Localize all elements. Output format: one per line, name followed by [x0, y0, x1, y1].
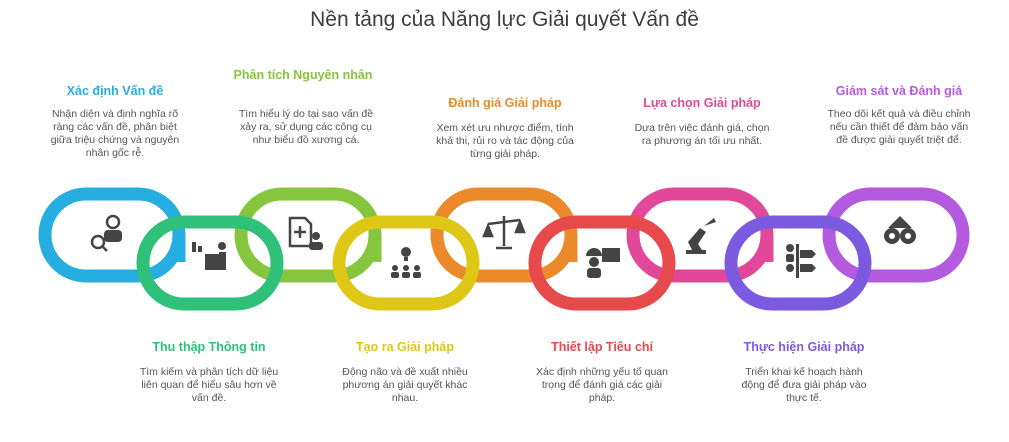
step-5-title: Đánh giá Giải pháp [448, 96, 562, 110]
binoculars-icon [884, 216, 916, 244]
step-2-desc: Tìm kiếm và phân tích dữ liệu liên quan … [139, 366, 279, 404]
step-8-desc: Triển khai kế hoạch hành động để đưa giả… [741, 366, 867, 404]
step-2-title: Thu thập Thông tin [152, 340, 266, 354]
step-9-desc: Theo dõi kết quả và điều chỉnh nếu cần t… [827, 108, 971, 146]
step-1-desc: Nhận diện và định nghĩa rõ ràng các vấn … [50, 108, 180, 159]
person-signpost-icon [786, 244, 816, 278]
step-6-desc: Xác định những yếu tố quan trọng để đánh… [536, 366, 668, 404]
step-3-desc: Tìm hiểu lý do tại sao vấn đề xảy ra, sử… [238, 108, 374, 146]
chain-link-8 [724, 215, 872, 311]
add-person-icon [288, 216, 323, 250]
step-3-title: Phân tích Nguyên nhân [233, 68, 373, 82]
person-search-icon [90, 214, 122, 252]
step-4-title: Tạo ra Giải pháp [356, 340, 454, 354]
step-4-desc: Động não và đề xuất nhiều phương án giải… [342, 366, 468, 404]
step-9-title: Giám sát và Đánh giá [835, 84, 963, 98]
step-6-title: Thiết lập Tiêu chí [551, 340, 653, 354]
chain-link-2 [136, 215, 284, 311]
chess-knight-icon [686, 218, 716, 254]
scales-icon [482, 216, 526, 250]
step-8-title: Thực hiện Giải pháp [743, 340, 865, 354]
page-title: Nền tảng của Năng lực Giải quyết Vấn đề [310, 8, 699, 31]
presenter-chart-icon [192, 242, 226, 270]
chain-link-9 [822, 187, 970, 283]
step-7-desc: Dựa trên việc đánh giá, chọn ra phương á… [634, 122, 770, 147]
chain-link-4 [332, 215, 480, 311]
worker-board-icon [586, 248, 620, 278]
step-1-title: Xác định Vấn đề [66, 84, 164, 98]
chain-link-6 [528, 215, 676, 311]
step-7-title: Lựa chọn Giải pháp [643, 96, 761, 110]
step-5-desc: Xem xét ưu nhược điểm, tính khả thi, rủi… [436, 122, 574, 160]
lightbulb-team-icon [391, 247, 421, 278]
